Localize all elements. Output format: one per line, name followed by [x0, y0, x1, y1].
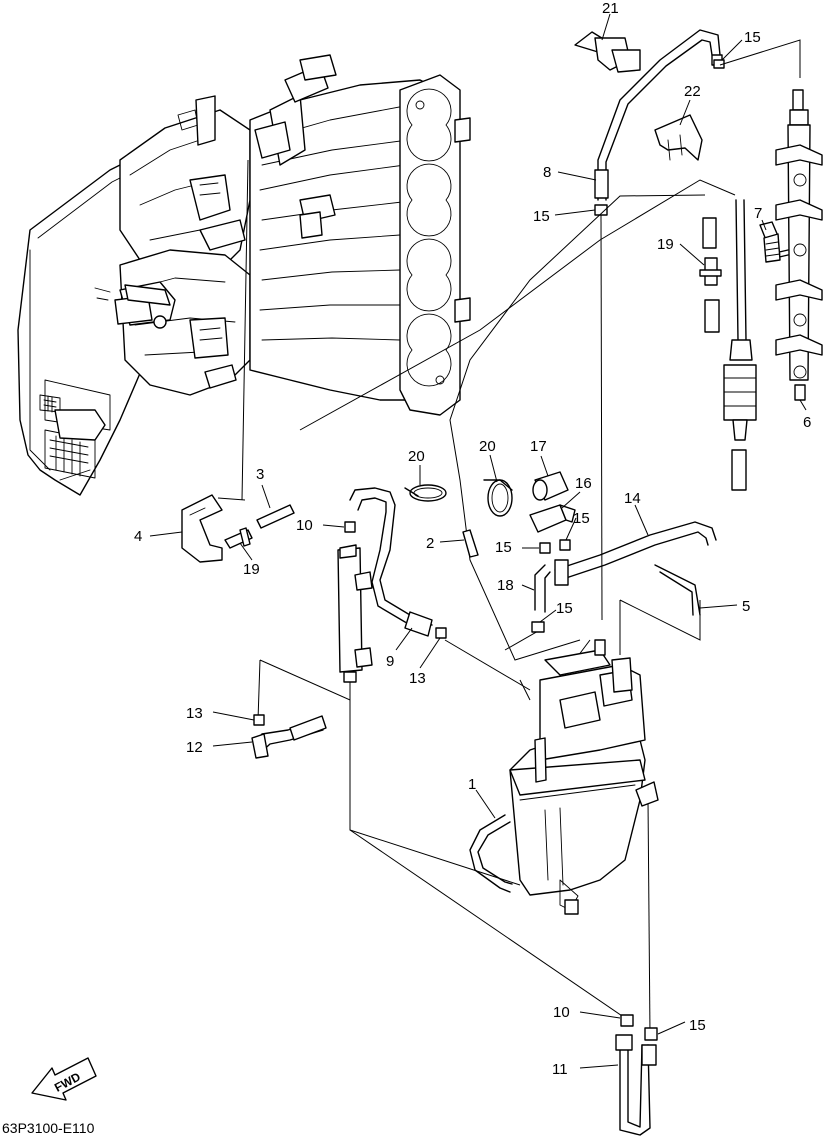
- callout-8: 8: [543, 164, 551, 181]
- callout-14: 14: [624, 490, 641, 507]
- callout-12: 12: [186, 739, 203, 756]
- hose-part-5: [654, 564, 701, 616]
- callout-13: 13: [186, 705, 203, 722]
- clamp-part-10-15-lower: [620, 1014, 658, 1041]
- callout-19: 19: [243, 561, 260, 578]
- callout-5: 5: [742, 598, 750, 615]
- clamp-part-10-upper: [344, 521, 356, 533]
- hose-part-14: [554, 521, 717, 586]
- callout-15: 15: [689, 1017, 706, 1034]
- callout-18: 18: [497, 577, 514, 594]
- callout-20: 20: [479, 438, 496, 455]
- callout-21: 21: [602, 0, 619, 17]
- callout-15: 15: [744, 29, 761, 46]
- callout-10: 10: [553, 1004, 570, 1021]
- callout-6: 6: [803, 414, 811, 431]
- clamp-part-15-upper: [594, 59, 725, 216]
- callout-1: 1: [468, 776, 476, 793]
- callout-7: 7: [754, 205, 762, 222]
- callout-13: 13: [409, 670, 426, 687]
- callout-11: 11: [552, 1061, 568, 1078]
- callout-4: 4: [134, 528, 142, 545]
- hose-part-3: [256, 504, 295, 529]
- joint-part-16: [529, 504, 576, 533]
- callout-22: 22: [684, 83, 701, 100]
- vapor-separator-body: [337, 544, 373, 683]
- callout-17: 17: [530, 438, 547, 455]
- callout-19: 19: [657, 236, 674, 253]
- fitting-part-7: [759, 221, 781, 263]
- callout-15: 15: [533, 208, 550, 225]
- clamp-part-20-right: [483, 479, 513, 517]
- cap-part-17: [532, 471, 569, 501]
- hose-part-2: [462, 529, 479, 558]
- hose-part-11: [615, 1034, 657, 1136]
- clamp-part-20-left: [404, 484, 447, 502]
- callout-9: 9: [386, 653, 394, 670]
- reference-lines: [217, 39, 801, 1036]
- intake-manifold-assembly: [17, 54, 471, 496]
- hose-part-1: [469, 814, 513, 893]
- callout-20: 20: [408, 448, 425, 465]
- joint-part-19-lower: [224, 527, 253, 549]
- elbow-part-4: [181, 494, 223, 563]
- clamp-part-15-middle: [531, 539, 571, 633]
- callout-10: 10: [296, 517, 313, 534]
- callout-leaders: [149, 13, 807, 1069]
- fuel-rail-part-6: [774, 89, 823, 401]
- hose-part-18: [534, 564, 551, 613]
- vapor-separator-tank: [509, 639, 659, 915]
- callout-16: 16: [575, 475, 592, 492]
- joint-part-19-upper: [699, 217, 722, 333]
- clip-part-21: [574, 31, 641, 73]
- fwd-direction-arrow: FWD: [31, 1057, 97, 1101]
- callout-15: 15: [573, 510, 590, 527]
- callout-15: 15: [556, 600, 573, 617]
- fuel-filter-assembly: [723, 199, 757, 491]
- callout-2: 2: [426, 535, 434, 552]
- diagram-code: 63P3100-E110: [2, 1120, 95, 1136]
- callout-labels: 21 15 22 8 15 7 19 6 3 4 19 20 20 17 16 …: [134, 0, 811, 1078]
- callout-3: 3: [256, 466, 264, 483]
- clip-part-22: [654, 114, 703, 161]
- hose-part-9: [349, 487, 433, 637]
- clamp-part-13: [253, 627, 447, 726]
- hose-part-12: [251, 715, 327, 759]
- callout-15: 15: [495, 539, 512, 556]
